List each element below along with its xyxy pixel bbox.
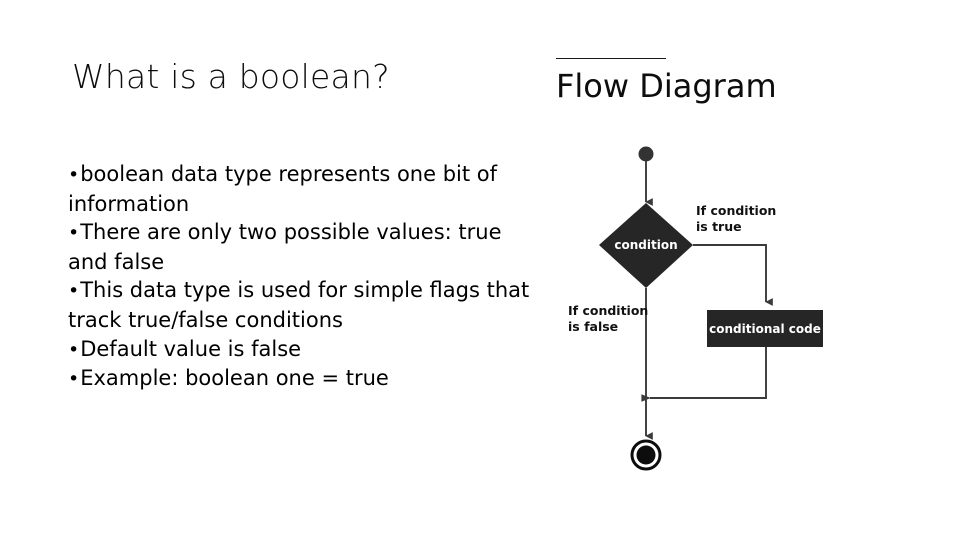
list-item: •There are only two possible values: tru… (68, 218, 530, 276)
bullet-glyph: • (68, 164, 80, 186)
edge-false-label-line2: is false (568, 319, 618, 334)
edge-false-label-line1: If condition (568, 303, 648, 318)
list-item-text: Example: boolean one = true (80, 366, 389, 391)
flow-diagram-heading: Flow Diagram (556, 67, 777, 105)
decision-diamond (599, 203, 693, 288)
heading-rule (556, 58, 666, 59)
list-item-text: Default value is false (80, 336, 302, 361)
edge-true-branch (693, 244, 773, 306)
flow-diagram-panel: Flow Diagram condition If condition is t… (540, 0, 960, 540)
list-item: •boolean data type represents one bit of… (68, 160, 530, 218)
process-label: conditional code (709, 322, 821, 336)
decision-label: condition (614, 238, 677, 252)
bullet-list: •boolean data type represents one bit of… (68, 160, 530, 394)
edge-true-label-line1: If condition (696, 203, 776, 218)
list-item-text: There are only two possible values: true… (68, 220, 502, 274)
edge-true-label-line2: is true (696, 219, 742, 234)
bullet-glyph: • (68, 280, 80, 303)
end-node (636, 445, 656, 465)
bullet-glyph: • (68, 222, 80, 245)
bullet-glyph: • (68, 368, 80, 391)
bullet-glyph: • (68, 338, 80, 361)
start-node (638, 146, 654, 162)
process-box (707, 310, 823, 347)
list-item: •Default value is false (68, 335, 530, 365)
list-item-text: boolean data type represents one bit of … (68, 162, 498, 216)
list-item: •This data type is used for simple flags… (68, 276, 530, 334)
edge-process-to-join (641, 347, 767, 402)
list-item-text: This data type is used for simple flags … (68, 278, 530, 332)
list-item: •Example: boolean one = true (68, 364, 530, 394)
flow-diagram-image: condition If condition is true condition… (568, 146, 823, 471)
page-title: What is a boolean? (72, 57, 390, 96)
end-node-ring (630, 439, 662, 471)
